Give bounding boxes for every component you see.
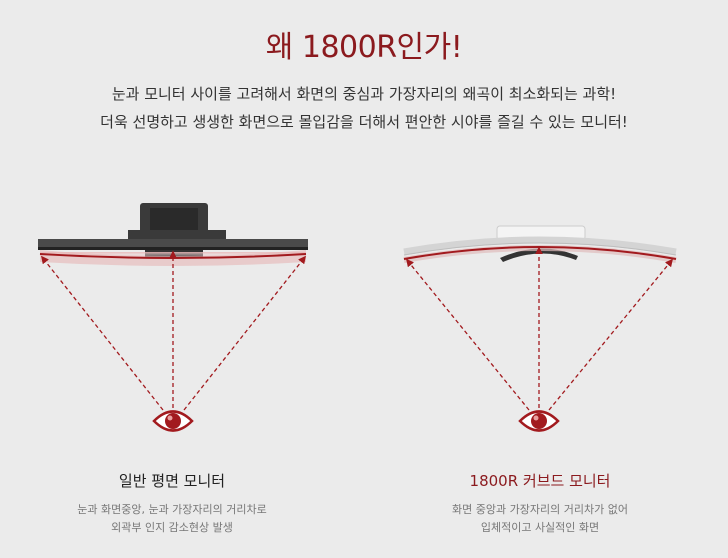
page-description: 눈과 모니터 사이를 고려해서 화면의 중심과 가장자리의 왜곡이 최소화되는 … [0, 80, 728, 136]
curved-monitor-title: 1800R 커브드 모니터 [469, 472, 611, 490]
flat-monitor-panel [38, 239, 308, 248]
curved-desc-line-1: 화면 중앙과 가장자리의 거리차가 없어 [452, 503, 628, 516]
curved-monitor-description: 화면 중앙과 가장자리의 거리차가 없어 입체적이고 사실적인 화면 [390, 501, 690, 537]
eye-icon [152, 410, 194, 432]
flat-monitor-title: 일반 평면 모니터 [118, 472, 226, 490]
curved-sightlines [406, 246, 673, 411]
flat-desc-line-2: 외곽부 인지 감소현상 발생 [111, 521, 233, 534]
description-line-2: 더욱 선명하고 생생한 화면으로 몰입감을 더해서 편안한 시야를 즐길 수 있… [100, 113, 628, 131]
flat-monitor-description: 눈과 화면중앙, 눈과 가장자리의 거리차로 외곽부 인지 감소현상 발생 [22, 501, 322, 537]
page-title: 왜 1800R인가! [265, 30, 463, 65]
flat-monitor-illustration [38, 203, 308, 266]
curved-monitor-caption: 1800R 커브드 모니터 화면 중앙과 가장자리의 거리차가 없어 입체적이고… [390, 470, 690, 537]
sightline-right-edge [183, 255, 306, 411]
curved-desc-line-2: 입체적이고 사실적인 화면 [480, 521, 600, 534]
eye-icon [518, 410, 560, 432]
description-line-1: 눈과 모니터 사이를 고려해서 화면의 중심과 가장자리의 왜곡이 최소화되는 … [111, 85, 617, 103]
sightline-right-edge [548, 258, 673, 411]
curved-monitor-illustration [403, 225, 677, 263]
flat-monitor-caption: 일반 평면 모니터 눈과 화면중앙, 눈과 가장자리의 거리차로 외곽부 인지 … [22, 470, 322, 537]
sightline-left-edge [406, 258, 530, 411]
curved-monitor-panel [403, 236, 677, 256]
sightline-left-edge [41, 255, 164, 411]
flat-desc-line-1: 눈과 화면중앙, 눈과 가장자리의 거리차로 [77, 503, 267, 516]
flat-sightlines [41, 250, 306, 411]
